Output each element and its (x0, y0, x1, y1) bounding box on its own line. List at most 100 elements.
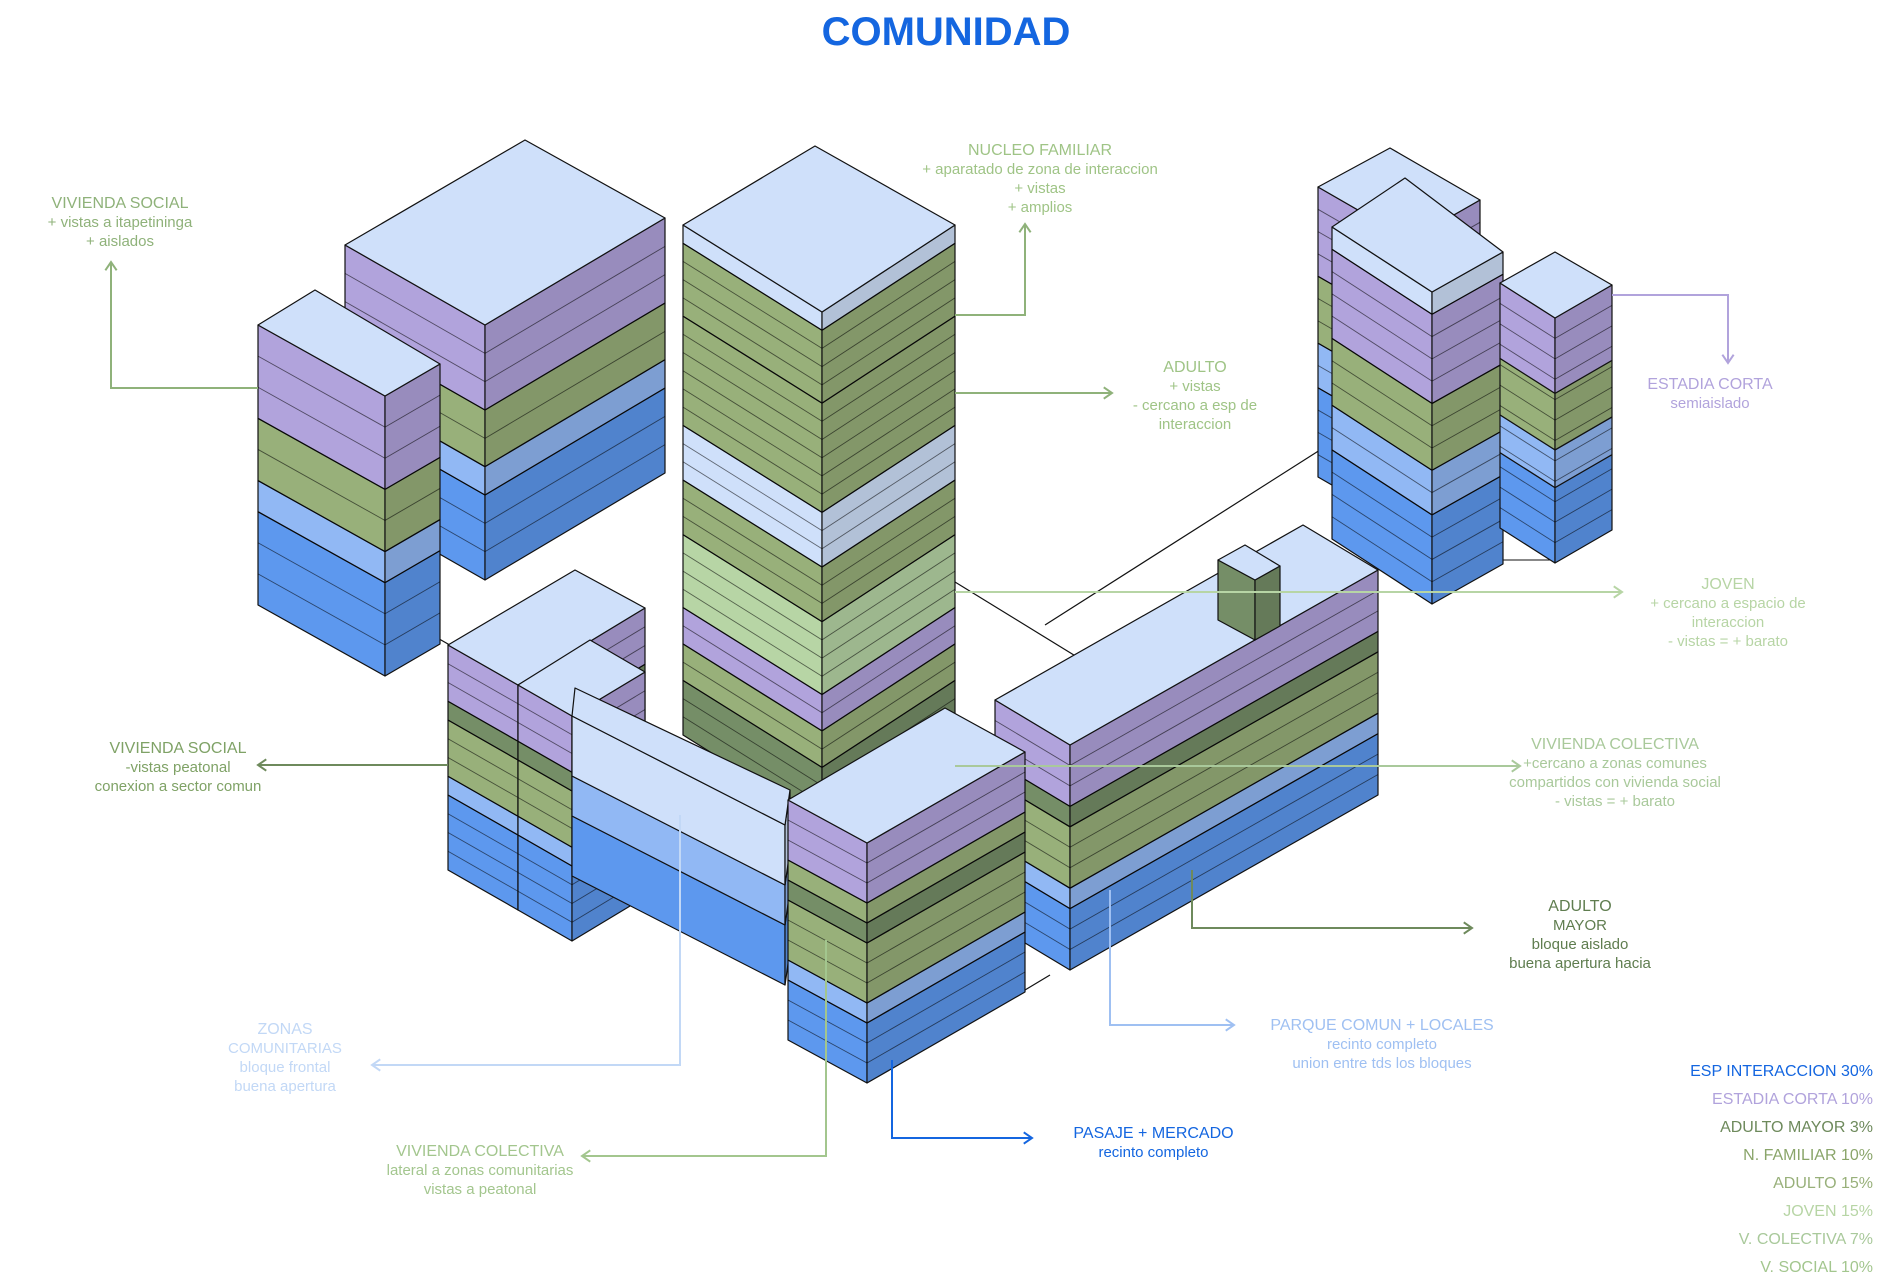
block-top-right-front-floor-line (1431, 452, 1504, 493)
block-top-right-side-floor-line (1554, 366, 1613, 401)
block-top-right-side-floor-line (1499, 507, 1556, 543)
block-top-left-back-floor-line (484, 415, 666, 524)
block-front-center-floor-line (866, 871, 1026, 964)
tower-central-floor-line (821, 516, 956, 604)
block-top-right-front-floor-line (1431, 318, 1504, 360)
tower-central-floor-line (682, 279, 823, 368)
tower-central-floor-line (821, 242, 956, 331)
block-front-center-floor-line (866, 891, 1026, 984)
block-bottom-left-b-floor-line (517, 740, 573, 773)
tower-central-floor-line (821, 679, 956, 768)
leader-vivienda-colectiva-bottom (580, 940, 827, 1163)
block-top-right-front-floor-line (1431, 496, 1504, 538)
block-top-right-front-floor-line (1331, 427, 1433, 493)
block-top-left-back-floor-line (344, 272, 486, 354)
block-bottom-left-a-roof (447, 569, 646, 686)
block-bottom-left-a-floor-line (447, 738, 519, 780)
tower-central-floor-line (682, 625, 823, 714)
block-right-long-floor-line (1069, 753, 1379, 930)
block-top-right-front-floor-line (1431, 296, 1504, 337)
block-top-right-side-floor-line (1499, 384, 1556, 421)
block-right-notch-roof (1217, 544, 1281, 581)
block-bottom-left-b-floor-line (517, 872, 573, 904)
tower-central-floor-line (821, 388, 956, 477)
tower-central-floor-line (682, 406, 823, 495)
leader-lines (104, 222, 1735, 1163)
block-front-center-floor-line (787, 899, 868, 944)
block-bottom-left-a-floor-line (447, 850, 519, 892)
block-bottom-left-b-floor-line (517, 815, 573, 848)
leader-zonas-comunitarias (370, 815, 681, 1072)
leader-estadia-corta (1612, 294, 1735, 365)
block-bottom-left-b-floor-line (517, 722, 573, 754)
block-top-left-front-floor-line (257, 542, 386, 615)
block-top-right-side-floor-line (1499, 445, 1556, 482)
label-estadia-corta: ESTADIA CORTA semiaislado (1647, 376, 1773, 412)
block-right-long-floor-line (994, 720, 1071, 766)
label-adulto-mayor: ADULTO MAYOR bloque aislado buena apertu… (1509, 898, 1651, 972)
tower-central-floor-line (682, 479, 823, 568)
legend-item: ESP INTERACCION 30% (1690, 1063, 1873, 1080)
tower-central-floor-line (682, 388, 823, 477)
block-top-left-front-floor-line (257, 480, 386, 552)
block-top-right-side-floor-line (1499, 364, 1556, 401)
block-zonas-comunitarias (571, 687, 791, 986)
tower-central-floor-line (682, 443, 823, 531)
block-bottom-left-a-floor-line (447, 663, 519, 705)
block-top-right-front-floor-line (1431, 363, 1504, 404)
block-top-right-front-floor-line (1431, 519, 1504, 560)
block-top-right-side-floor-line (1554, 407, 1613, 441)
block-top-right-side-floor-line (1499, 466, 1556, 503)
block-top-right-front-floor-line (1431, 407, 1504, 449)
block-top-right-side-floor-line (1554, 427, 1613, 462)
block-top-left-front-floor-line (384, 425, 441, 459)
leader-pasaje-mercado (891, 1060, 1034, 1145)
tower-central-floor-line (821, 352, 956, 440)
tower-central-floor-line (821, 625, 956, 714)
tower-central-floor-line (821, 461, 956, 550)
block-top-left-back-floor-line (484, 245, 666, 354)
block-top-right-side-floor-line (1554, 468, 1613, 503)
block-top-right-side-floor-line (1554, 509, 1613, 543)
block-front-center-floor-line (787, 999, 868, 1044)
block-top-right-side-floor-line (1499, 425, 1556, 462)
tower-central-floor-line (682, 261, 823, 349)
block-top-left-back-floor-line (484, 444, 666, 553)
block-top-left-front-floor-line (384, 456, 441, 490)
tower-central-floor-line (821, 406, 956, 495)
label-vivienda-colectiva-right: VIVIENDA COLECTIVA +cercano a zonas comu… (1509, 736, 1721, 810)
block-right-long-floor-line (1069, 774, 1379, 950)
block-right-notch (1217, 544, 1281, 641)
block-top-left-back-floor-line (484, 359, 666, 468)
block-top-left-back-roof (344, 139, 666, 326)
block-bottom-left-a-floor-line (447, 813, 519, 855)
block-top-left-front-roof (257, 289, 441, 397)
block-front-center-floor-line (787, 839, 868, 884)
tower-central-floor-line (821, 534, 956, 623)
block-bottom-left-a-floor-line (447, 682, 519, 723)
block-top-left-front-floor-line (257, 355, 386, 428)
block-top-right-front-floor-line (1331, 494, 1433, 560)
block-top-right-side-floor-line (1554, 345, 1613, 380)
tower-central-floor-line (682, 698, 823, 786)
legend-item: V. COLECTIVA 7% (1738, 1231, 1873, 1248)
block-top-left-front-floor-line (257, 511, 386, 584)
block-bottom-left-b-floor-line (517, 759, 573, 792)
tower-central-floor-line (821, 333, 956, 422)
tower-central-floor-line (682, 242, 823, 331)
tower-central-floor-line (682, 643, 823, 732)
block-top-right-side-floor-line (1499, 303, 1556, 339)
legend-item: ESTADIA CORTA 10% (1712, 1091, 1873, 1108)
block-zonas-comunitarias-roof (571, 687, 791, 826)
block-right-long-floor-line (1069, 651, 1379, 828)
block-top-right-side-floor-line (1554, 447, 1613, 482)
legend: ESP INTERACCION 30% ESTADIA CORTA 10% AD… (1690, 1058, 1873, 1282)
tower-central-floor-line (821, 607, 956, 695)
block-top-right-side-floor-line (1554, 305, 1613, 339)
block-front-center-floor-line (787, 819, 868, 864)
block-front-center-floor-line (866, 771, 1026, 864)
block-bottom-left-a-floor-line (447, 775, 519, 817)
leader-adulto (955, 386, 1114, 400)
block-front-center-floor-line (866, 971, 1026, 1064)
